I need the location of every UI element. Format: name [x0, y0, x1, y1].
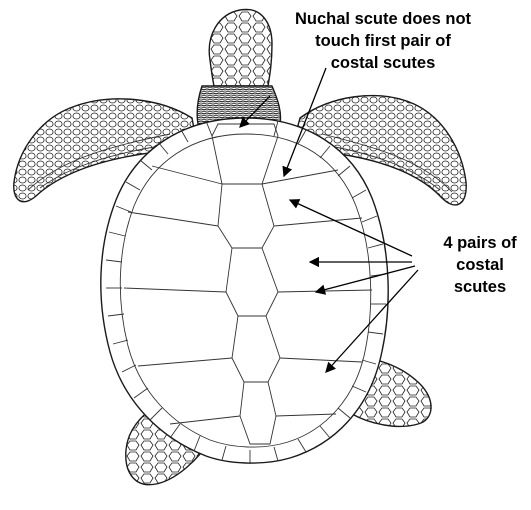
- nuchal-label-line-2: touch first pair of: [268, 30, 498, 52]
- head: [209, 9, 272, 86]
- costal-label-line-1: 4 pairs of: [430, 232, 530, 254]
- costal-scutes-label: 4 pairs of costal scutes: [430, 232, 530, 298]
- costal-label-line-3: scutes: [430, 276, 530, 298]
- costal-label-line-2: costal: [430, 254, 530, 276]
- nuchal-scute-label: Nuchal scute does not touch first pair o…: [268, 8, 498, 74]
- nuchal-label-line-3: costal scutes: [268, 52, 498, 74]
- nuchal-label-line-1: Nuchal scute does not: [268, 8, 498, 30]
